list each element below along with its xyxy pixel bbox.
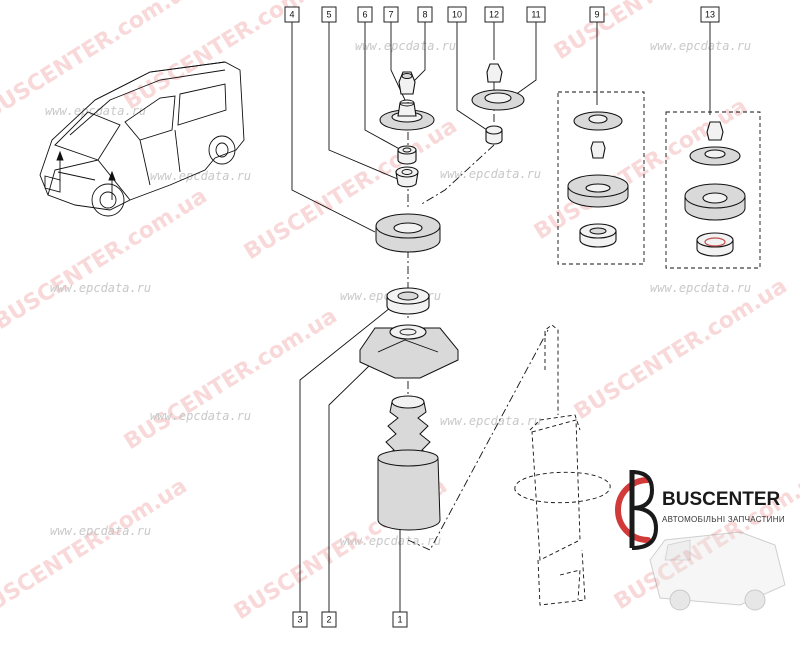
logo-subtitle: АВТОМОБІЛЬНІ ЗАПЧАСТИНИ	[662, 515, 785, 524]
catalog-watermark: www.epcdata.ru	[650, 281, 751, 295]
logo-b-bowls	[631, 470, 659, 550]
catalog-watermark: www.epcdata.ru	[50, 281, 151, 295]
catalog-watermark: www.epcdata.ru	[440, 167, 541, 181]
catalog-watermark: www.epcdata.ru	[50, 524, 151, 538]
part-cup-11	[471, 89, 525, 111]
callout-2[interactable]: 2	[321, 611, 337, 628]
callout-layer: 4 5 6 7 8 10 12 11 9 13 3 2 1	[284, 6, 720, 628]
catalog-watermark: www.epcdata.ru	[650, 39, 751, 53]
part-washer-6	[397, 145, 417, 165]
callout-4[interactable]: 4	[284, 6, 300, 23]
svg-text:10: 10	[452, 10, 462, 20]
part-nut-8	[398, 71, 416, 95]
svg-text:1: 1	[397, 615, 402, 625]
logo-van-icon	[649, 531, 786, 611]
catalog-watermark: www.epcdata.ru	[45, 104, 146, 118]
brand-watermark: BUSCENTER.com.ua	[570, 274, 792, 425]
part-bearing-3	[386, 287, 430, 315]
part-bearing-4	[375, 213, 441, 253]
svg-text:9: 9	[594, 10, 599, 20]
brand-watermark: BUSCENTER.com.ua	[530, 94, 752, 245]
callout-6[interactable]: 6	[357, 6, 373, 23]
svg-text:11: 11	[531, 10, 540, 20]
part-mount-2	[359, 324, 459, 379]
kit-group-9	[557, 91, 645, 265]
callout-10[interactable]: 10	[447, 6, 467, 23]
vehicle-illustration	[39, 61, 245, 217]
brand-watermark: BUSCENTER.com.ua	[0, 184, 212, 335]
catalog-watermark: www.epcdata.ru	[150, 409, 251, 423]
callout-12[interactable]: 12	[484, 6, 504, 23]
callout-5[interactable]: 5	[321, 6, 337, 23]
callout-7[interactable]: 7	[383, 6, 399, 23]
svg-text:13: 13	[705, 10, 715, 20]
catalog-watermark: www.epcdata.ru	[150, 169, 251, 183]
logo-title: BUSCENTER	[662, 489, 781, 510]
svg-text:8: 8	[422, 10, 427, 20]
part-bushing-5	[395, 166, 419, 188]
brand-watermark: BUSCENTER.com.ua	[120, 304, 342, 455]
svg-text:5: 5	[326, 10, 331, 20]
callout-9[interactable]: 9	[589, 6, 605, 23]
catalog-watermark: www.epcdata.ru	[440, 414, 541, 428]
svg-text:3: 3	[297, 615, 302, 625]
shock-absorber-outline	[514, 324, 611, 606]
leader-lines	[291, 22, 711, 612]
part-cup-7	[379, 99, 435, 131]
part-washer-10	[485, 125, 503, 145]
callout-13[interactable]: 13	[700, 6, 720, 23]
svg-text:12: 12	[489, 10, 499, 20]
svg-text:7: 7	[388, 10, 393, 20]
logo-c-mark	[615, 477, 651, 543]
callout-11[interactable]: 11	[526, 6, 546, 23]
svg-text:4: 4	[289, 10, 294, 20]
callout-1[interactable]: 1	[392, 611, 408, 628]
brand-watermark: BUSCENTER.com.ua	[550, 0, 772, 65]
svg-text:6: 6	[362, 10, 367, 20]
part-nut-12	[486, 63, 503, 83]
part-bump-stop-1	[377, 395, 441, 531]
catalog-watermark: www.epcdata.ru	[340, 534, 441, 548]
svg-text:2: 2	[326, 615, 331, 625]
catalog-watermark: www.epcdata.ru	[355, 39, 456, 53]
buscenter-logo: BUSCENTER АВТОМОБІЛЬНІ ЗАПЧАСТИНИ	[615, 470, 786, 611]
brand-watermark: BUSCENTER.com.ua	[0, 474, 192, 625]
callout-3[interactable]: 3	[292, 611, 308, 628]
kit-group-13	[665, 111, 761, 269]
callout-8[interactable]: 8	[417, 6, 433, 23]
